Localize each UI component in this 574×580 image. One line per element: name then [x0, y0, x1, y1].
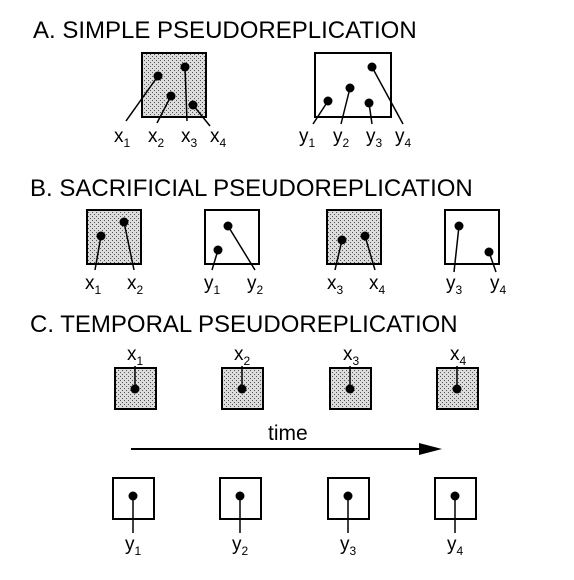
- leader-x2: [156, 95, 172, 124]
- label-c-x3: x3: [343, 344, 360, 368]
- leader-y1: [312, 100, 329, 125]
- box-a1-shaded: [141, 52, 207, 118]
- label-c-x1: x1: [127, 344, 144, 368]
- label-x4: x4: [210, 126, 227, 150]
- leader-x4: [192, 104, 211, 127]
- label-c-x4: x4: [450, 344, 467, 368]
- label-y1: y1: [299, 126, 316, 150]
- point-c-x2: [237, 384, 247, 394]
- leader-y3: [368, 102, 373, 125]
- label-c-y4: y4: [447, 534, 464, 558]
- label-b-y1: y1: [204, 273, 221, 297]
- leader-y2: [340, 87, 351, 125]
- label-x3: x3: [181, 126, 198, 150]
- label-b-y2: y2: [247, 273, 264, 297]
- leader-x3: [184, 66, 188, 122]
- section-c-title: C. TEMPORAL PSEUDOREPLICATION: [30, 311, 458, 338]
- leader-b-y3: [453, 225, 460, 273]
- label-b-x4: x4: [369, 273, 386, 297]
- leader-b-x3: [334, 239, 343, 271]
- label-x2: x2: [148, 126, 165, 150]
- section-b-diagram: x1 x2 y1 y2 x3 x4 y3 y4: [85, 209, 507, 297]
- section-c-diagram: x1 x2 x3 x4 time y1 y2: [112, 344, 479, 558]
- point-c-x3: [345, 384, 355, 394]
- point-c-x1: [130, 384, 140, 394]
- box-b2-clear: [204, 209, 260, 265]
- label-b-x2: x2: [127, 273, 144, 297]
- box-b1-shaded: [86, 209, 142, 265]
- label-y3: y3: [366, 126, 383, 150]
- section-b-title: B. SACRIFICIAL PSEUDOREPLICATION: [30, 175, 473, 202]
- label-c-y1: y1: [125, 534, 142, 558]
- box-b3-shaded: [326, 209, 382, 265]
- label-y2: y2: [333, 126, 350, 150]
- section-a-diagram: x1 x2 x3 x4 y1 y2 y3 y4: [114, 52, 412, 150]
- leader-b-x4: [364, 235, 376, 271]
- leader-x1: [125, 75, 159, 122]
- leader-b-y2: [227, 225, 256, 271]
- label-c-y3: y3: [340, 534, 357, 558]
- time-arrow-head: [419, 443, 442, 455]
- label-y4: y4: [395, 126, 412, 150]
- label-b-y3: y3: [446, 273, 463, 297]
- label-c-x2: x2: [234, 344, 251, 368]
- section-a-title: A. SIMPLE PSEUDOREPLICATION: [33, 17, 417, 44]
- label-b-x3: x3: [327, 273, 344, 297]
- label-x1: x1: [114, 126, 131, 150]
- leader-b-y1: [211, 249, 219, 271]
- label-b-y4: y4: [490, 273, 507, 297]
- point-c-x4: [452, 384, 462, 394]
- time-label: time: [268, 422, 308, 445]
- leader-b-x2: [123, 221, 135, 271]
- leader-b-x1: [94, 235, 102, 271]
- label-c-y2: y2: [232, 534, 249, 558]
- label-b-x1: x1: [85, 273, 102, 297]
- leader-b-y4: [488, 251, 497, 273]
- leader-y4: [371, 66, 404, 125]
